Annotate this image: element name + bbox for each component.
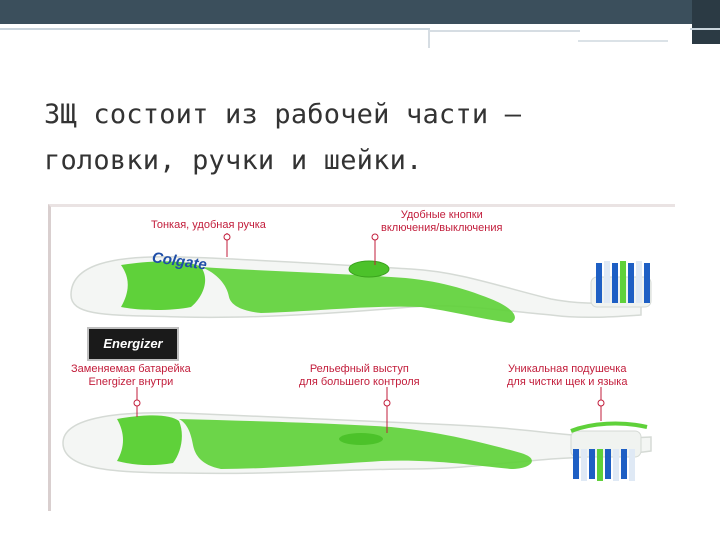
- accent-line: [428, 30, 580, 48]
- grip-bump: [339, 433, 383, 445]
- lower-handle-green-stripe: [117, 415, 182, 466]
- energizer-logo-text: Energizer: [103, 336, 163, 351]
- label-battery: Заменяемая батарейка Energizer внутри: [71, 363, 191, 389]
- upper-handle-green-stripe: [121, 261, 206, 310]
- label-grip-line-2: для большего контроля: [299, 376, 420, 388]
- upper-handle-green-sweep: [201, 267, 515, 323]
- toothbrush-illustration: Colgate: [62, 233, 652, 481]
- header-band-corner: [692, 0, 720, 44]
- label-battery-line-1: Заменяемая батарейка: [71, 363, 191, 375]
- label-thin-handle: Тонкая, удобная ручка: [151, 219, 266, 232]
- power-button: [348, 260, 390, 278]
- lower-toothbrush: [62, 411, 652, 481]
- upper-toothbrush: Colgate: [70, 249, 652, 323]
- label-pad-line-1: Уникальная подушечка: [507, 363, 627, 375]
- toothbrush-diagram: Colgate: [48, 204, 675, 511]
- energizer-logo: Energizer: [87, 327, 179, 361]
- header-band: [0, 0, 720, 24]
- label-battery-line-2: Energizer внутри: [88, 376, 174, 388]
- accent-line: [0, 28, 430, 30]
- accent-line: [578, 40, 668, 42]
- label-pad: Уникальная подушечка для чистки щек и яз…: [507, 363, 627, 389]
- slide-title-line-1: ЗЩ состоит из рабочей части —: [44, 99, 522, 130]
- tongue-cleaner-pad: [570, 421, 648, 433]
- label-buttons-line-2: включения/выключения: [381, 222, 503, 234]
- label-buttons: Удобные кнопки включения/выключения: [381, 209, 502, 235]
- label-pad-line-2: для чистки щек и языка: [507, 376, 628, 388]
- callout-lines: [133, 233, 605, 433]
- lower-bristles: [573, 449, 635, 481]
- label-grip-line-1: Рельефный выступ: [309, 363, 409, 375]
- label-grip: Рельефный выступ для большего контроля: [299, 363, 420, 389]
- slide-title: ЗЩ состоит из рабочей части — головки, р…: [44, 92, 684, 184]
- label-buttons-line-1: Удобные кнопки: [400, 209, 483, 221]
- accent-line: [690, 28, 720, 30]
- slide-title-line-2: головки, ручки и шейки.: [44, 145, 423, 176]
- upper-bristles: [596, 261, 650, 303]
- label-thin-handle-text: Тонкая, удобная ручка: [151, 219, 266, 231]
